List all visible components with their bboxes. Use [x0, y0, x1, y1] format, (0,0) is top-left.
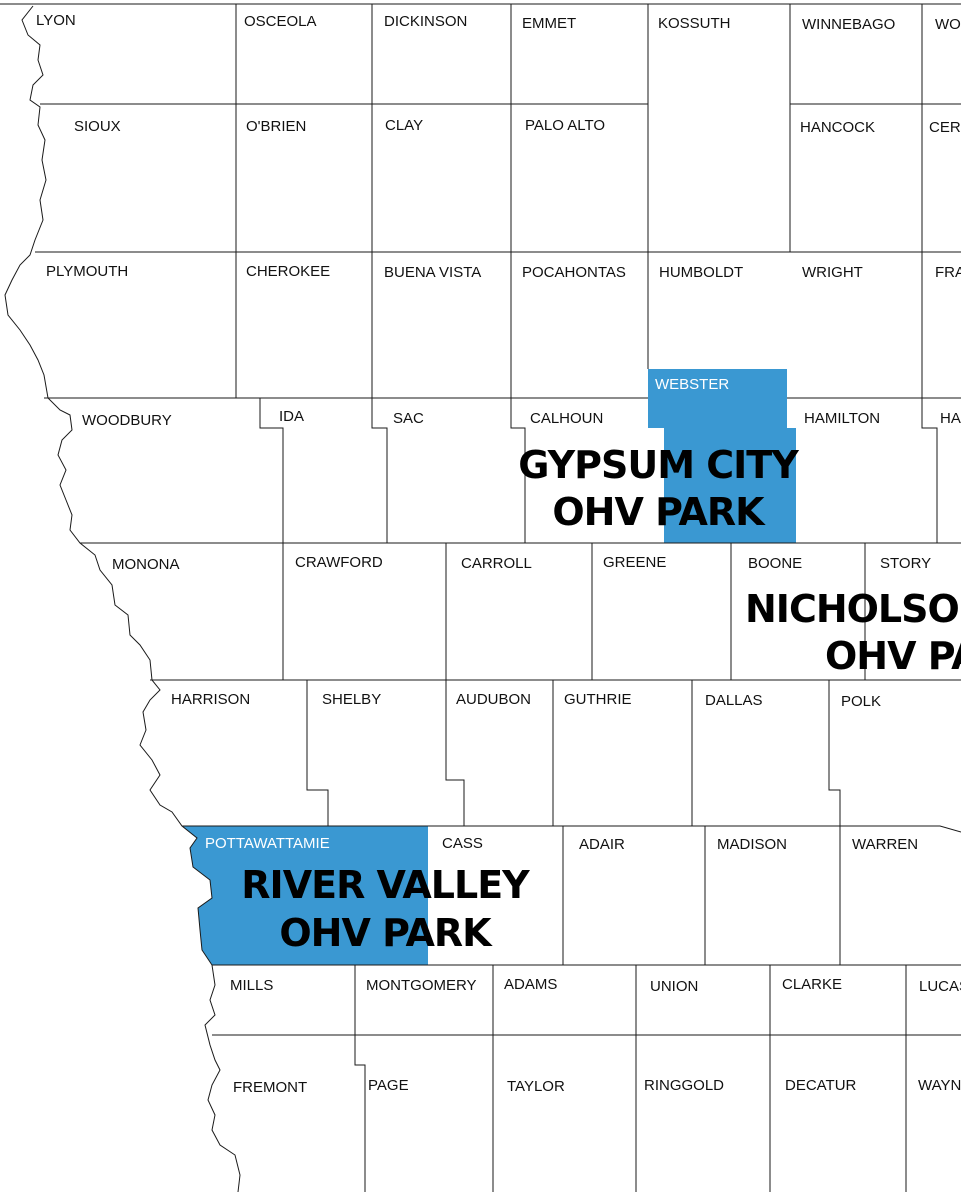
- county-label-pottawattamie: POTTAWATTAMIE: [205, 835, 330, 852]
- western-state-border: [4, 5, 241, 1192]
- county-label-lyon: LYON: [36, 12, 76, 29]
- county-label-sac: SAC: [393, 410, 424, 427]
- county-label-webster: WEBSTER: [655, 376, 729, 393]
- county-label-obrien: O'BRIEN: [246, 118, 306, 135]
- county-label-ida: IDA: [279, 408, 304, 425]
- county-label-pocahontas: POCAHONTAS: [522, 264, 626, 281]
- park-label-river-valley-line1[interactable]: RIVER VALLEY: [241, 863, 531, 907]
- park-label-river-valley-line2[interactable]: OHV PARK: [279, 911, 494, 955]
- park-label-gypsum-city-line2[interactable]: OHV PARK: [552, 490, 767, 534]
- county-label-worth: WO: [935, 16, 961, 33]
- county-label-boone: BOONE: [748, 555, 802, 572]
- county-label-osceola: OSCEOLA: [244, 13, 317, 30]
- county-label-calhoun: CALHOUN: [530, 410, 603, 427]
- county-label-franklin: FRA: [935, 264, 961, 281]
- county-label-humboldt: HUMBOLDT: [659, 264, 743, 281]
- county-label-fremont: FREMONT: [233, 1079, 307, 1096]
- county-label-montgomery: MONTGOMERY: [366, 977, 477, 994]
- county-label-monona: MONONA: [112, 556, 180, 573]
- county-label-hardin: HA: [940, 410, 961, 427]
- county-label-shelby: SHELBY: [322, 691, 381, 708]
- county-label-polk: POLK: [841, 693, 881, 710]
- park-label-nicholson-line2[interactable]: OHV PARK: [825, 634, 961, 678]
- county-label-madison: MADISON: [717, 836, 787, 853]
- county-label-plymouth: PLYMOUTH: [46, 263, 128, 280]
- county-label-clay: CLAY: [385, 117, 423, 134]
- county-label-greene: GREENE: [603, 554, 666, 571]
- county-label-wayne: WAYN: [918, 1077, 961, 1094]
- county-label-adams: ADAMS: [504, 976, 557, 993]
- county-label-palo-alto: PALO ALTO: [525, 117, 605, 134]
- county-label-decatur: DECATUR: [785, 1077, 857, 1094]
- county-label-sioux: SIOUX: [74, 118, 121, 135]
- county-label-dickinson: DICKINSON: [384, 13, 467, 30]
- county-label-warren: WARREN: [852, 836, 918, 853]
- county-label-hancock: HANCOCK: [800, 119, 875, 136]
- county-webster-shape[interactable]: [648, 369, 796, 543]
- county-label-crawford: CRAWFORD: [295, 554, 383, 571]
- county-label-ringgold: RINGGOLD: [644, 1077, 724, 1094]
- county-label-lucas: LUCAS: [919, 978, 961, 995]
- county-label-union: UNION: [650, 978, 698, 995]
- county-label-guthrie: GUTHRIE: [564, 691, 632, 708]
- county-label-wright: WRIGHT: [802, 264, 863, 281]
- county-label-story: STORY: [880, 555, 931, 572]
- park-labels: GYPSUM CITY OHV PARK NICHOLSON OHV PARK …: [241, 443, 961, 955]
- county-label-woodbury: WOODBURY: [82, 412, 172, 429]
- county-label-emmet: EMMET: [522, 15, 576, 32]
- county-label-cass: CASS: [442, 835, 483, 852]
- county-label-carroll: CARROLL: [461, 555, 532, 572]
- county-borders: [0, 3, 961, 1192]
- park-label-gypsum-city-line1[interactable]: GYPSUM CITY: [518, 443, 800, 487]
- county-label-mills: MILLS: [230, 977, 273, 994]
- park-label-nicholson-line1[interactable]: NICHOLSON: [745, 587, 961, 631]
- county-label-clarke: CLARKE: [782, 976, 842, 993]
- county-label-kossuth: KOSSUTH: [658, 15, 731, 32]
- county-label-hamilton: HAMILTON: [804, 410, 880, 427]
- county-label-buena-vista: BUENA VISTA: [384, 264, 481, 281]
- county-label-harrison: HARRISON: [171, 691, 250, 708]
- county-label-cherokee: CHEROKEE: [246, 263, 330, 280]
- county-pottawattamie-shape[interactable]: [182, 826, 428, 965]
- county-label-taylor: TAYLOR: [507, 1078, 565, 1095]
- county-label-adair: ADAIR: [579, 836, 625, 853]
- county-label-cerro-gordo: CERR: [929, 119, 961, 136]
- county-label-dallas: DALLAS: [705, 692, 763, 709]
- county-label-page: PAGE: [368, 1077, 409, 1094]
- county-labels: LYON OSCEOLA DICKINSON EMMET KOSSUTH WIN…: [36, 12, 961, 1096]
- county-label-winnebago: WINNEBAGO: [802, 16, 895, 33]
- county-label-audubon: AUDUBON: [456, 691, 531, 708]
